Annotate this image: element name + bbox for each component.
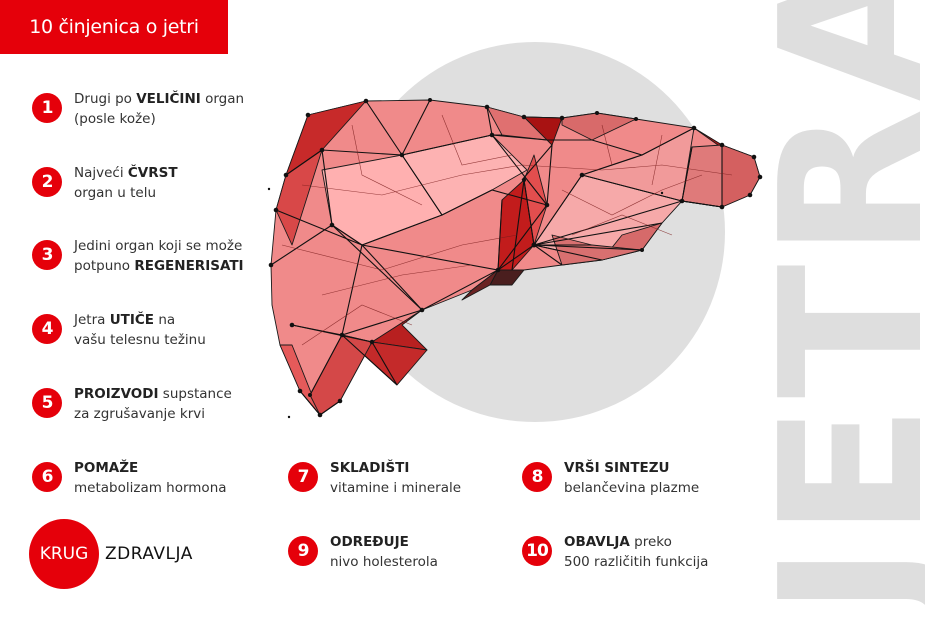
fact-item-6: 6 POMAŽE metabolizam hormona [32,458,227,498]
fact-item-8: 8 VRŠI SINTEZU belančevina plazme [522,458,699,498]
fact-text: Jetra UTIČE na vašu telesnu težinu [74,312,206,348]
logo-circle: KRUG [29,519,99,589]
fact-item-10: 10 OBAVLJA preko 500 različitih funkcija [522,532,708,572]
fact-text: PROIZVODI supstance za zgrušavanje krvi [74,386,232,422]
krug-zdravlja-logo: KRUG ZDRAVLJA [29,519,193,589]
fact-number-badge: 7 [288,462,318,492]
fact-number-badge: 4 [32,314,62,344]
fact-text: Jedini organ koji se može potpuno REGENE… [74,238,244,274]
fact-number-badge: 10 [522,536,552,566]
fact-item-4: 4 Jetra UTIČE na vašu telesnu težinu [32,310,206,350]
fact-item-2: 2 Najveći ČVRST organ u telu [32,163,178,203]
fact-text: VRŠI SINTEZU belančevina plazme [564,460,700,496]
fact-item-5: 5 PROIZVODI supstance za zgrušavanje krv… [32,384,232,424]
fact-text: Drugi po VELIČINI organ (posle kože) [74,91,245,127]
fact-number-badge: 5 [32,388,62,418]
fact-item-1: 1 Drugi po VELIČINI organ (posle kože) [32,89,244,129]
liver-illustration [267,98,763,419]
fact-item-9: 9 ODREĐUJE nivo holesterola [288,532,438,572]
fact-text: ODREĐUJE nivo holesterola [330,534,438,570]
page-title: 10 činjenica o jetri [0,0,228,54]
fact-number-badge: 1 [32,93,62,123]
fact-text: OBAVLJA preko 500 različitih funkcija [564,534,709,570]
fact-text: SKLADIŠTI vitamine i minerale [330,460,462,496]
fact-item-7: 7 SKLADIŠTI vitamine i minerale [288,458,461,498]
fact-text: POMAŽE metabolizam hormona [74,460,227,496]
fact-number-badge: 8 [522,462,552,492]
fact-number-badge: 9 [288,536,318,566]
logo-text: ZDRAVLJA [105,544,193,564]
page-title-text: 10 činjenica o jetri [29,16,199,38]
fact-number-badge: 2 [32,167,62,197]
jetra-watermark: JETRA [739,0,925,617]
fact-item-3: 3 Jedini organ koji se može potpuno REGE… [32,236,244,276]
fact-number-badge: 3 [32,240,62,270]
fact-number-badge: 6 [32,462,62,492]
fact-text: Najveći ČVRST organ u telu [74,165,178,201]
